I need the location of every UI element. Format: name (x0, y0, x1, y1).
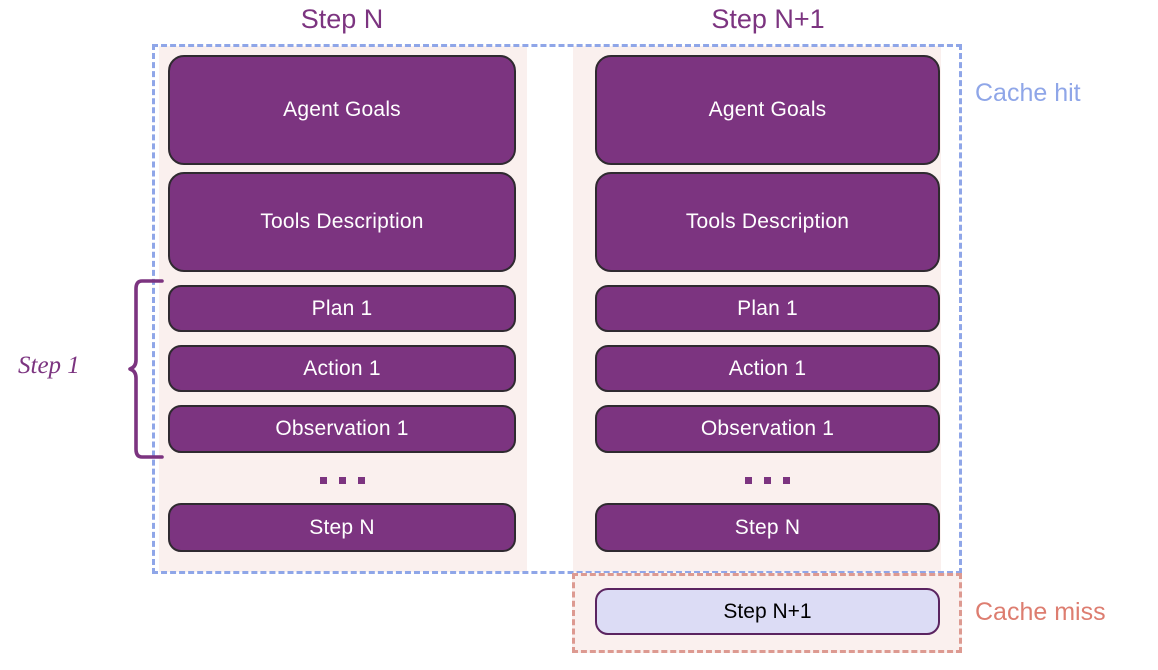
column-title-step-n: Step N (300, 4, 384, 34)
ellipsis-dot (357, 476, 365, 484)
cache-miss-label: Cache miss (975, 598, 1106, 626)
prompt-block-agent-goals-right: Agent Goals (595, 55, 940, 165)
prompt-block-observation-1-left: Observation 1 (168, 405, 516, 453)
cache-hit-label: Cache hit (975, 79, 1081, 107)
ellipsis-dot (745, 476, 752, 484)
prompt-block-tools-description-right: Tools Description (595, 172, 940, 272)
ellipsis-right (595, 470, 940, 490)
column-title-step-n-plus-1: Step N+1 (711, 4, 825, 34)
prompt-block-agent-goals-left: Agent Goals (168, 55, 516, 165)
prompt-block-step-n-left: Step N (168, 503, 516, 552)
prompt-block-plan-1-right: Plan 1 (595, 285, 940, 332)
step-1-label: Step 1 (18, 352, 80, 379)
prompt-block-action-1-left: Action 1 (168, 345, 516, 392)
ellipsis-dot (338, 476, 346, 484)
cache-hit-region (152, 44, 962, 574)
prompt-block-step-n-plus-1-new: Step N+1 (595, 588, 940, 635)
ellipsis-dot (764, 476, 771, 484)
prompt-block-tools-description-left: Tools Description (168, 172, 516, 272)
ellipsis-dot (783, 476, 790, 484)
prompt-block-action-1-right: Action 1 (595, 345, 940, 392)
ellipsis-left (168, 470, 516, 490)
prompt-block-observation-1-right: Observation 1 (595, 405, 940, 453)
prompt-block-plan-1-left: Plan 1 (168, 285, 516, 332)
ellipsis-dot (319, 476, 327, 484)
step-1-brace-icon (128, 279, 164, 459)
prompt-block-step-n-right: Step N (595, 503, 940, 552)
